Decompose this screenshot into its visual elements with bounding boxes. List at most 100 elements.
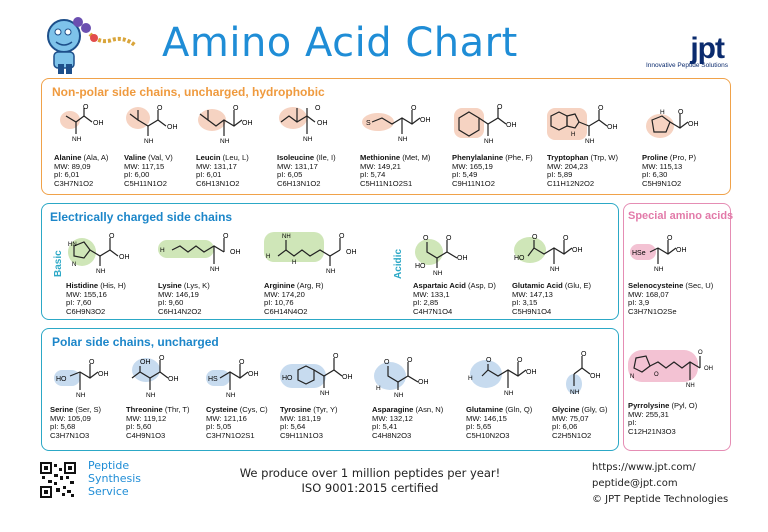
- aa-name: Histidine: [66, 281, 99, 290]
- o-atom: O: [667, 235, 673, 242]
- o-atom: O: [233, 105, 239, 112]
- o-atom: O: [223, 233, 229, 240]
- nh2-atom: NH: [146, 392, 156, 399]
- nh2-atom: NH: [72, 136, 82, 143]
- s-atom: S: [366, 120, 371, 127]
- aa-formula: C6H14N2O2: [158, 306, 202, 316]
- oh-atom: OH: [572, 247, 583, 254]
- qr-code-icon[interactable]: [40, 462, 76, 498]
- oh-atom: OH: [526, 369, 537, 376]
- charged-title: Electrically charged side chains: [50, 210, 233, 224]
- service-link[interactable]: Peptide Synthesis Service: [88, 459, 141, 498]
- aa-code: (Val, V): [145, 153, 173, 162]
- ho-atom: HO: [415, 263, 426, 270]
- nh2-atom: NH: [303, 136, 313, 143]
- nh2-atom: NH: [76, 392, 86, 399]
- aa-name: Tyrosine: [280, 405, 312, 414]
- amino-acid-selenocysteine: HSe O OH NH Selenocysteine (Sec, U) MW: …: [628, 230, 728, 316]
- glutamine-structure-icon: O H O OH NH: [468, 357, 537, 397]
- amino-acid-glutamine: O H O OH NH Glutamine (Gln, Q) MW: 146,1…: [466, 350, 566, 440]
- special-title: Special amino acids: [628, 210, 734, 222]
- glutamic-acid-structure-icon: O HO O OH NH: [514, 234, 583, 273]
- aa-pi: pI: 3,15: [512, 298, 538, 308]
- nh2-atom: NH: [484, 138, 494, 145]
- ho-atom: HO: [56, 376, 67, 383]
- oh-atom: OH: [688, 121, 699, 128]
- aa-formula: C3H7N1O2S1: [206, 430, 255, 440]
- nh2-atom: NH: [144, 138, 154, 145]
- amino-acid-glycine: O OH NH Glycine (Gly, G) MW: 75,07 pI: 6…: [552, 350, 652, 440]
- oh-atom: OH: [242, 120, 253, 127]
- o-atom: O: [339, 233, 345, 240]
- o-atom: O: [446, 235, 452, 242]
- aa-code: (Pyl, O): [669, 401, 698, 410]
- oh-atom: OH: [119, 254, 130, 261]
- aa-code: (Ile, I): [314, 153, 336, 162]
- aa-name: Asparagine: [372, 405, 414, 414]
- oh-atom: OH: [418, 379, 429, 386]
- aa-pi: pI: 6,01: [196, 170, 222, 180]
- o-atom: O: [411, 105, 417, 112]
- aa-code: (Trp, W): [588, 153, 619, 162]
- serine-structure-icon: HO O OH NH: [54, 359, 109, 399]
- isoleucine-structure-icon: O OH NH: [279, 105, 328, 143]
- amino-acid-phenylalanine: O OH NH Phenylalanine (Phe, F) MW: 165,1…: [452, 104, 552, 188]
- oh-atom: OH: [420, 117, 431, 124]
- oh-atom: OH: [248, 371, 259, 378]
- aa-code: (Cys, C): [237, 405, 268, 414]
- website-link[interactable]: https://www.jpt.com/: [592, 462, 696, 473]
- aa-pi: pI: 5,49: [452, 170, 478, 180]
- oh-atom: OH: [457, 255, 468, 262]
- o-atom: O: [517, 357, 523, 364]
- aa-formula: C5H11N1O2S1: [360, 178, 413, 188]
- o-atom: O: [654, 372, 659, 378]
- aa-name: Alanine: [54, 153, 82, 162]
- asparagine-structure-icon: O H O OH NH: [374, 357, 429, 399]
- aa-name: Lysine: [158, 281, 182, 290]
- nh2-atom: NH: [398, 136, 408, 143]
- o-atom: O: [698, 350, 703, 356]
- aa-pi: pI: 3,9: [628, 298, 650, 308]
- amino-acid-glutamic-acid: O HO O OH NH Glutamic Acid (Glu, E) MW: …: [512, 230, 612, 316]
- histidine-structure-icon: HN N O OH NH: [68, 233, 130, 275]
- aa-formula: C2H5N1O2: [552, 430, 592, 440]
- aa-pi: pI: 5,60: [126, 422, 152, 432]
- aa-pi: pI: 2,85: [413, 298, 439, 308]
- aa-formula: C9H11N1O3: [280, 430, 323, 440]
- aa-formula: C6H13N1O2: [277, 178, 321, 188]
- aa-pi: pI: 5,89: [547, 170, 573, 180]
- amino-acid-alanine: O OH NH Alanine (Ala, A) MW: 89,09 pI: 6…: [54, 104, 154, 188]
- aa-pi: pI: 7,60: [66, 298, 92, 308]
- amino-acid-aspartaic-acid: O HO O OH NH Aspartaic Acid (Asp, D) MW:…: [413, 230, 513, 316]
- nh2-atom: NH: [686, 383, 695, 389]
- aa-formula: C5H10N2O3: [466, 430, 510, 440]
- email-link[interactable]: peptide@jpt.com: [592, 478, 678, 489]
- aa-pi: pI: 6,06: [552, 422, 578, 432]
- o-atom: O: [423, 235, 429, 242]
- o-atom: O: [89, 359, 95, 366]
- proline-structure-icon: H O OH: [646, 109, 699, 138]
- amino-acid-pyrrolysine: N O O OH NH Pyrrolysine (Pyl, O) MW: 255…: [628, 344, 728, 436]
- basic-label: Basic: [53, 250, 64, 277]
- h-atom: H: [660, 109, 665, 116]
- o-atom: O: [486, 357, 492, 364]
- charged-panel: [41, 203, 619, 320]
- phenylalanine-structure-icon: O OH NH: [454, 104, 517, 145]
- aa-name: Threonine: [126, 405, 163, 414]
- alanine-structure-icon: O OH NH: [60, 104, 104, 143]
- valine-structure-icon: O OH NH: [126, 105, 178, 145]
- aa-pi: pI: 5,05: [206, 422, 232, 432]
- aa-mw: MW: 146,19: [158, 289, 199, 299]
- nh2-atom: NH: [96, 268, 106, 275]
- tagline-peptides: We produce over 1 million peptides per y…: [239, 466, 501, 480]
- aa-mw: MW: 147,13: [512, 289, 553, 299]
- aa-code: (Glu, E): [562, 281, 592, 290]
- aa-formula: C3H7N1O3: [50, 430, 90, 440]
- h-atom: H: [292, 260, 296, 266]
- aa-name: Cysteine: [206, 405, 238, 414]
- aa-mw: MW: 155,16: [66, 289, 107, 299]
- aa-mw: MW: 119,12: [126, 413, 167, 423]
- aa-pi: pI: 5,65: [466, 422, 492, 432]
- nh2-atom: NH: [585, 138, 595, 145]
- amino-acid-histidine: HN N O OH NH Histidine (His, H) MW: 155,…: [66, 230, 166, 316]
